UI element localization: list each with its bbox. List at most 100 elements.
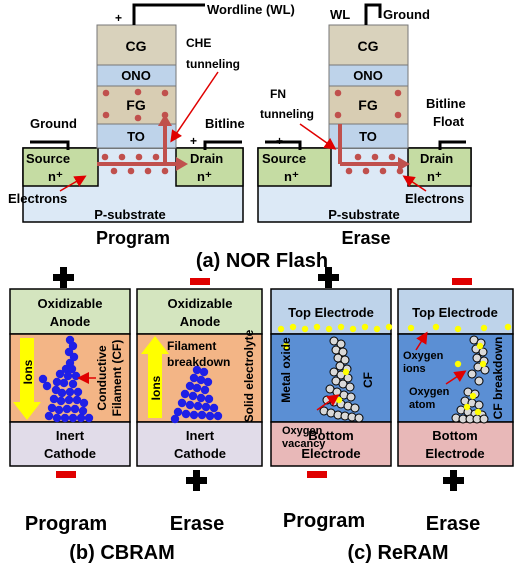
cbram-title: (b) CBRAM bbox=[69, 542, 175, 564]
cbram-erase-caption: Erase bbox=[170, 513, 225, 535]
nor-erase-plus-src: + bbox=[276, 134, 283, 148]
reram-erase-plus-icon bbox=[443, 470, 464, 491]
nor-erase-tunneling-1: FN bbox=[270, 87, 286, 101]
nor-erase-fg-label: FG bbox=[358, 97, 378, 113]
reram-title: (c) ReRAM bbox=[347, 542, 448, 564]
nor-erase-bitline-2: Float bbox=[433, 114, 465, 129]
reram-erase-top-label: Top Electrode bbox=[412, 305, 498, 320]
cbram-erase-anode bbox=[136, 288, 263, 335]
reram-erase-ions-2: ions bbox=[403, 363, 426, 375]
nor-erase-cg bbox=[328, 24, 409, 66]
nor-program-cell bbox=[22, 3, 244, 223]
cbram-program-minus-icon bbox=[56, 471, 76, 478]
cbram-program-caption: Program bbox=[25, 513, 107, 535]
nor-program-electrons-label: Electrons bbox=[8, 191, 67, 206]
nor-program-bitline-label: Bitline bbox=[205, 116, 245, 131]
nor-erase-ground-label: Ground bbox=[383, 7, 430, 22]
nor-program-plus-wl: + bbox=[115, 11, 122, 25]
cbram-program-cathode-1: Inert bbox=[56, 428, 85, 443]
reram-program-cf-label: CF bbox=[361, 372, 375, 388]
cbram-erase-cathode bbox=[136, 421, 263, 467]
nor-program-drain bbox=[175, 147, 244, 187]
cbram-erase-minus-icon bbox=[190, 278, 210, 285]
nor-erase-drain-label: Drain bbox=[420, 151, 453, 166]
reram-erase-ions-1: Oxygen bbox=[403, 350, 444, 362]
reram-program-oxide bbox=[270, 333, 392, 423]
nor-program-caption: Program bbox=[96, 228, 170, 248]
nor-program-ono-label: ONO bbox=[121, 68, 151, 83]
cbram-erase-cathode-2: Cathode bbox=[174, 446, 226, 461]
nor-program-plus-bl: + bbox=[190, 134, 197, 148]
cbram-erase-cathode-1: Inert bbox=[186, 428, 215, 443]
nor-erase-channel-electrons bbox=[345, 153, 404, 175]
reram-erase-top-oxygen bbox=[407, 323, 512, 333]
nor-program-wordline-label: Wordline (WL) bbox=[207, 2, 295, 17]
reram-program-cell bbox=[270, 288, 392, 467]
cbram-program-cf-1: Conductive bbox=[95, 345, 109, 411]
nor-erase-caption: Erase bbox=[341, 228, 390, 248]
cbram-program-cathode bbox=[9, 421, 131, 467]
nor-erase-substrate-label: P-substrate bbox=[328, 207, 400, 222]
reram-program-vacancy-2: vacancy bbox=[282, 438, 326, 450]
reram-erase-minus-icon bbox=[452, 278, 472, 285]
reram-erase-breakdown-label: CF breakdown bbox=[491, 337, 505, 420]
reram-program-bottom-1: Bottom bbox=[308, 428, 354, 443]
nor-erase-to-label: TO bbox=[359, 129, 377, 144]
nor-program-to-label: TO bbox=[127, 129, 145, 144]
reram-erase-bottom bbox=[397, 421, 514, 467]
nor-erase-tunneling-2: tunneling bbox=[260, 107, 314, 121]
reram-program-top-label: Top Electrode bbox=[288, 305, 374, 320]
reram-program-bottom-2: Electrode bbox=[301, 446, 360, 461]
nor-program-ground-wire bbox=[30, 140, 70, 150]
reram-erase-atom-1: Oxygen bbox=[409, 386, 450, 398]
nor-program-wordline-wire bbox=[132, 3, 205, 25]
nor-program-cg bbox=[96, 24, 177, 66]
nor-erase-to bbox=[328, 123, 409, 149]
nor-erase-cg-label: CG bbox=[358, 38, 379, 54]
nor-erase-wl-wire bbox=[364, 3, 382, 25]
cbram-erase-plus-icon bbox=[186, 470, 207, 491]
cbram-program-anode-1: Oxidizable bbox=[37, 296, 102, 311]
nor-program-tunneling-1: CHE bbox=[186, 36, 211, 50]
nor-erase-fg-electrons bbox=[334, 89, 402, 119]
cbram-program-cf-2: Filament (CF) bbox=[110, 340, 124, 417]
reram-program-caption: Program bbox=[283, 510, 365, 532]
reram-erase-oxide-oxygen bbox=[454, 342, 487, 416]
nor-erase-wl-label: WL bbox=[330, 7, 350, 22]
cbram-program-cathode-2: Cathode bbox=[44, 446, 96, 461]
nor-erase-drain bbox=[407, 147, 472, 187]
reram-program-oxide-label: Metal oxide bbox=[279, 337, 293, 403]
reram-program-vacancy-1: Oxygen bbox=[282, 425, 323, 437]
reram-program-bottom bbox=[270, 421, 392, 467]
nor-erase-cell bbox=[257, 3, 472, 223]
reram-program-top-oxygen bbox=[277, 323, 393, 333]
cbram-erase-ion-arrow bbox=[148, 352, 162, 418]
reram-erase-caption: Erase bbox=[426, 513, 481, 535]
nor-erase-ono-label: ONO bbox=[353, 68, 383, 83]
reram-program-plus-icon bbox=[318, 267, 339, 288]
nor-erase-source-wire bbox=[265, 140, 302, 150]
reram-program-minus-icon bbox=[307, 471, 327, 478]
nor-program-tunneling-2: tunneling bbox=[186, 57, 240, 71]
reram-erase-bottom-1: Bottom bbox=[432, 428, 478, 443]
nor-title: (a) NOR Flash bbox=[196, 250, 328, 272]
reram-erase-atom-2: atom bbox=[409, 399, 436, 411]
nor-program-fg-label: FG bbox=[126, 97, 146, 113]
nor-erase-electrons-label: Electrons bbox=[405, 191, 464, 206]
nor-erase-source-n: n⁺ bbox=[284, 169, 299, 184]
cbram-erase-anode-1: Oxidizable bbox=[167, 296, 232, 311]
nor-erase-bitline-1: Bitline bbox=[426, 96, 466, 111]
cbram-erase-ions-label: Ions bbox=[149, 375, 163, 400]
cbram-program-plus-icon bbox=[53, 267, 74, 288]
nor-erase-source-label: Source bbox=[262, 151, 306, 166]
cbram-erase-anode-2: Anode bbox=[180, 314, 220, 329]
nor-program-source-label: Source bbox=[26, 151, 70, 166]
cbram-program-ions-label: Ions bbox=[21, 359, 35, 384]
nor-program-fg-electrons bbox=[102, 88, 169, 122]
nor-program-channel-electrons bbox=[101, 153, 169, 175]
cbram-erase-electrolyte-label: Solid electrolyte bbox=[242, 329, 256, 422]
cbram-erase-breakdown-1: Filament bbox=[167, 339, 216, 353]
reram-erase-bottom-2: Electrode bbox=[425, 446, 484, 461]
